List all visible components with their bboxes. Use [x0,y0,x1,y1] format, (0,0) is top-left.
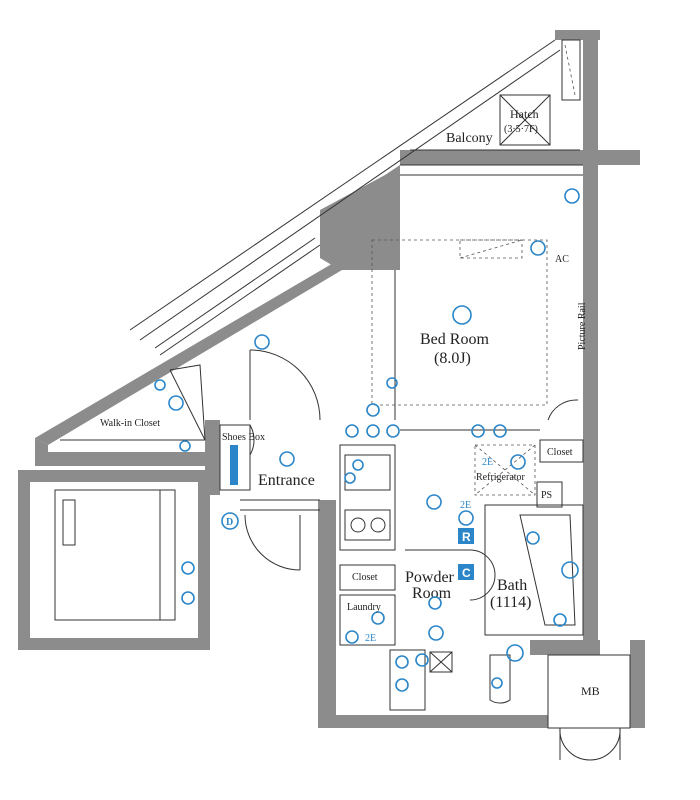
outlet-icon [458,510,474,526]
washbasin [389,649,426,711]
ceiling-light-icon [428,625,444,641]
picture-rail-label: Picture Rail [577,302,588,350]
outlet-icon [154,379,166,391]
refrigerator-label: Refrigerator [476,472,526,483]
outlet-icon [395,678,409,692]
c-label: C [462,566,471,580]
hatch-floors: (3·5·7F) [504,124,538,135]
d-symbol [221,512,239,530]
outlet-icon [345,630,359,644]
two-e-label: 2E [365,633,376,644]
outlet-icon [179,440,191,452]
outlet-icon [366,403,380,417]
outlet-icon [506,644,524,662]
mb-label: MB [581,684,600,698]
sink [344,454,391,491]
ceiling-light-icon [428,596,442,610]
bath-label: Bath [497,577,527,594]
walk-in-closet-label: Walk-in Closet [100,418,160,429]
faucet-icon [352,459,364,471]
switch-icon [386,377,398,389]
refrigerator [474,444,536,496]
ceiling-light-icon [452,305,472,325]
outlet-icon [386,424,400,438]
outlet-icon [530,240,546,256]
two-e-label: 2E [460,500,471,511]
entrance-label: Entrance [258,472,315,489]
closet-left [339,564,396,591]
bedroom-doors [249,349,579,421]
powder-room [339,549,511,711]
ps-label: PS [541,490,552,501]
bedroom-label: Bed Room [420,331,489,348]
bathtub [519,514,576,626]
outlet-icon [564,188,580,204]
bedroom [371,164,583,431]
left-unit-furniture [54,489,176,621]
fixture-symbols [154,188,580,692]
stove [344,509,391,541]
closet-right-label: Closet [547,447,573,458]
two-e-label: 2E [482,457,493,468]
outlet-icon [491,677,503,689]
closet-left-label: Closet [352,572,378,583]
bedroom-size: (8.0J) [434,350,471,367]
shoes-box-fixture [230,445,238,485]
powder-label-room: Room [412,585,452,602]
outlet-icon [510,454,526,470]
mb-area [547,654,631,761]
diagonal-window [154,237,321,356]
ceiling-light-icon [279,451,295,467]
outlet-icon [366,424,380,438]
hatch [499,94,551,146]
laundry [339,594,396,646]
ac-unit [459,239,523,259]
toilet [489,654,511,704]
d-label: D [226,517,233,528]
closet-right [539,439,584,463]
ac-label: AC [555,254,569,265]
outlet-icon [395,655,409,669]
ps-box [536,481,563,508]
entrance-area [219,424,320,571]
outlet-icon [344,472,356,484]
kitchen [339,444,396,551]
balcony-area [129,39,581,341]
shoes-box [219,424,251,491]
shoes-box-label: Shoes Box [222,432,265,443]
ceiling-light-icon [168,395,184,411]
bath [484,504,584,636]
r-symbol [458,528,474,544]
outlet-icon [493,424,507,438]
c-symbol [458,564,474,580]
utility-right [474,439,584,508]
ceiling-light-icon [426,494,442,510]
r-label: R [462,530,471,544]
powder-label: Powder [405,569,455,586]
ceiling-light-icon [254,334,270,350]
hatch-label: Hatch [510,107,539,121]
laundry-label: Laundry [347,602,381,613]
outlet-icon [415,653,429,667]
outlet-icon [471,424,485,438]
balcony-label: Balcony [446,131,493,146]
walls [18,30,645,728]
bath-size: (1114) [490,594,531,611]
outlet-icon [345,424,359,438]
outlet-icon [181,591,195,605]
outlet-icon [181,561,195,575]
walk-in-closet [60,364,206,441]
